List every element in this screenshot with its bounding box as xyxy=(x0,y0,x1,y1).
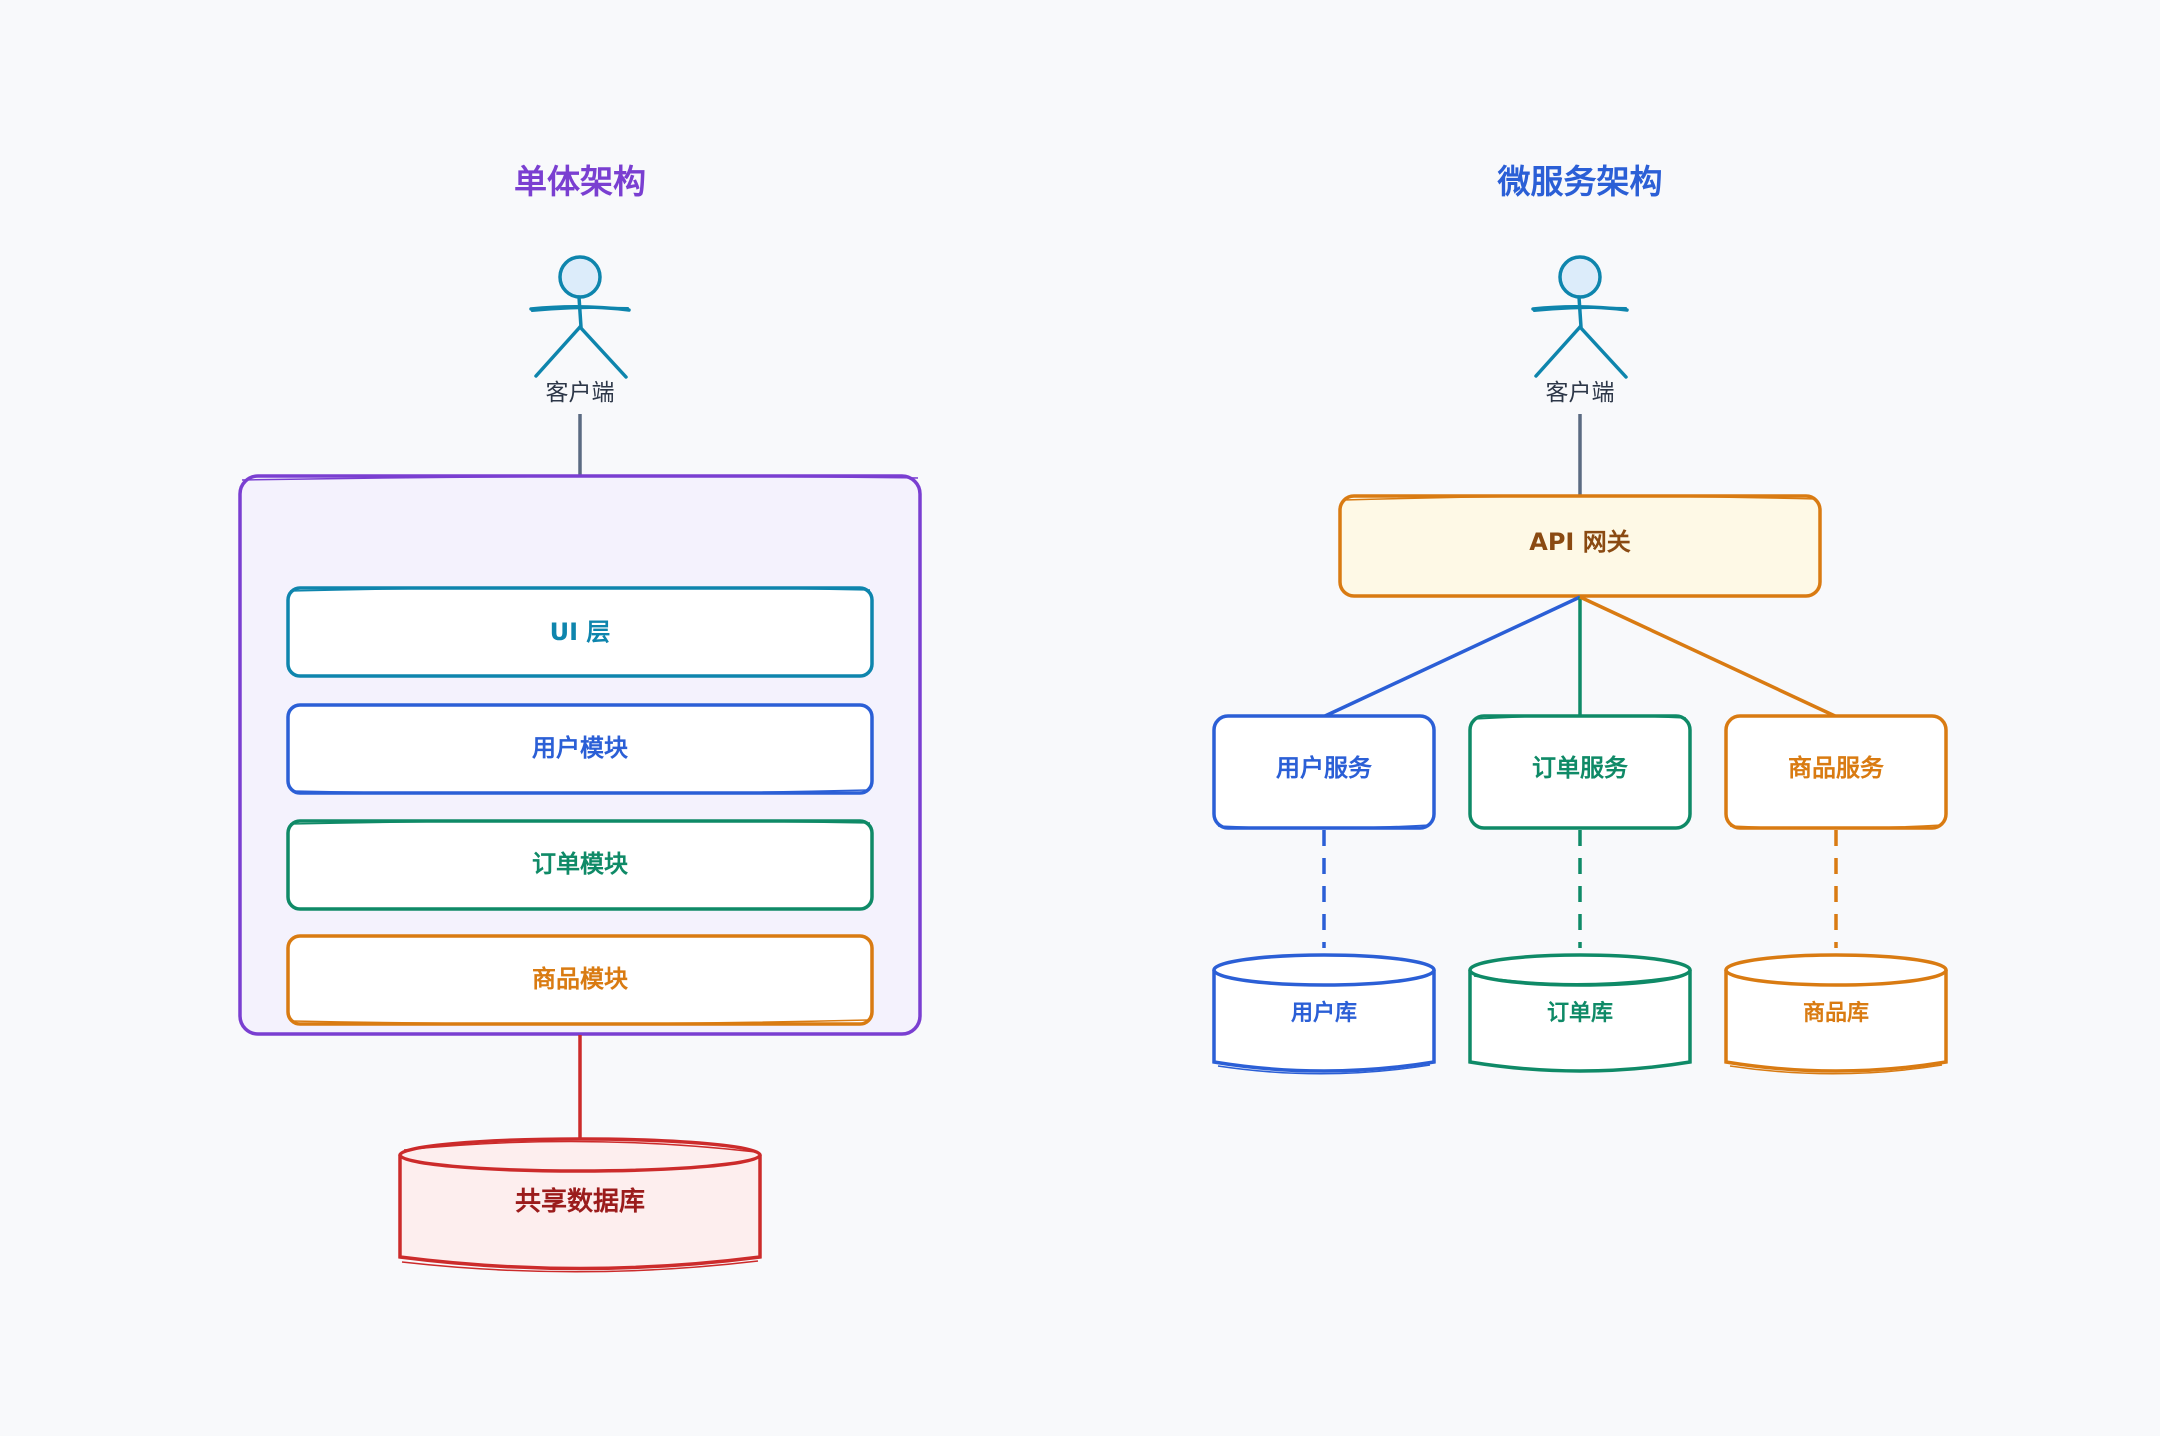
monolith-ui-layer: UI 层 xyxy=(286,586,874,678)
monolith-order-module: 订单模块 xyxy=(286,819,874,911)
order-database-cylinder-icon xyxy=(1468,953,1692,1073)
microservices-title: 微服务架构 xyxy=(1497,162,1663,201)
monolith-user-module-label: 用户模块 xyxy=(532,734,628,762)
microservices-client-actor-icon xyxy=(1531,255,1629,379)
monolith-client-label: 客户端 xyxy=(546,380,615,406)
monolith-product-module: 商品模块 xyxy=(286,934,874,1026)
api-gateway: API 网关 xyxy=(1338,494,1822,598)
product-database-label: 商品库 xyxy=(1803,1000,1869,1026)
monolith-product-module-label: 商品模块 xyxy=(532,965,628,993)
monolith-order-module-label: 订单模块 xyxy=(532,850,628,878)
api-gateway-label: API 网关 xyxy=(1529,528,1630,556)
monolith-title: 单体架构 xyxy=(514,162,646,201)
shared-database-label: 共享数据库 xyxy=(515,1186,645,1217)
monolith-ui-layer-label: UI 层 xyxy=(550,618,611,646)
user-database-cylinder-icon xyxy=(1212,953,1436,1075)
monolith-client-actor-icon xyxy=(529,255,631,379)
shared-database-cylinder-icon xyxy=(398,1137,762,1273)
order-service-label: 订单服务 xyxy=(1532,754,1629,782)
sketch-stroke xyxy=(241,475,919,481)
product-service: 商品服务 xyxy=(1724,714,1948,830)
microservices-client-label: 客户端 xyxy=(1546,380,1615,406)
product-service-label: 商品服务 xyxy=(1788,754,1885,782)
user-service: 用户服务 xyxy=(1212,714,1436,830)
order-database-label: 订单库 xyxy=(1547,1001,1613,1026)
product-database-cylinder-icon xyxy=(1724,953,1948,1075)
gateway-user-service-connector xyxy=(1324,595,1581,718)
monolith-user-module: 用户模块 xyxy=(286,703,874,795)
user-service-label: 用户服务 xyxy=(1276,754,1373,782)
user-database-label: 用户库 xyxy=(1291,1000,1357,1026)
order-service: 订单服务 xyxy=(1468,714,1692,830)
gateway-product-service-connector xyxy=(1579,595,1836,718)
